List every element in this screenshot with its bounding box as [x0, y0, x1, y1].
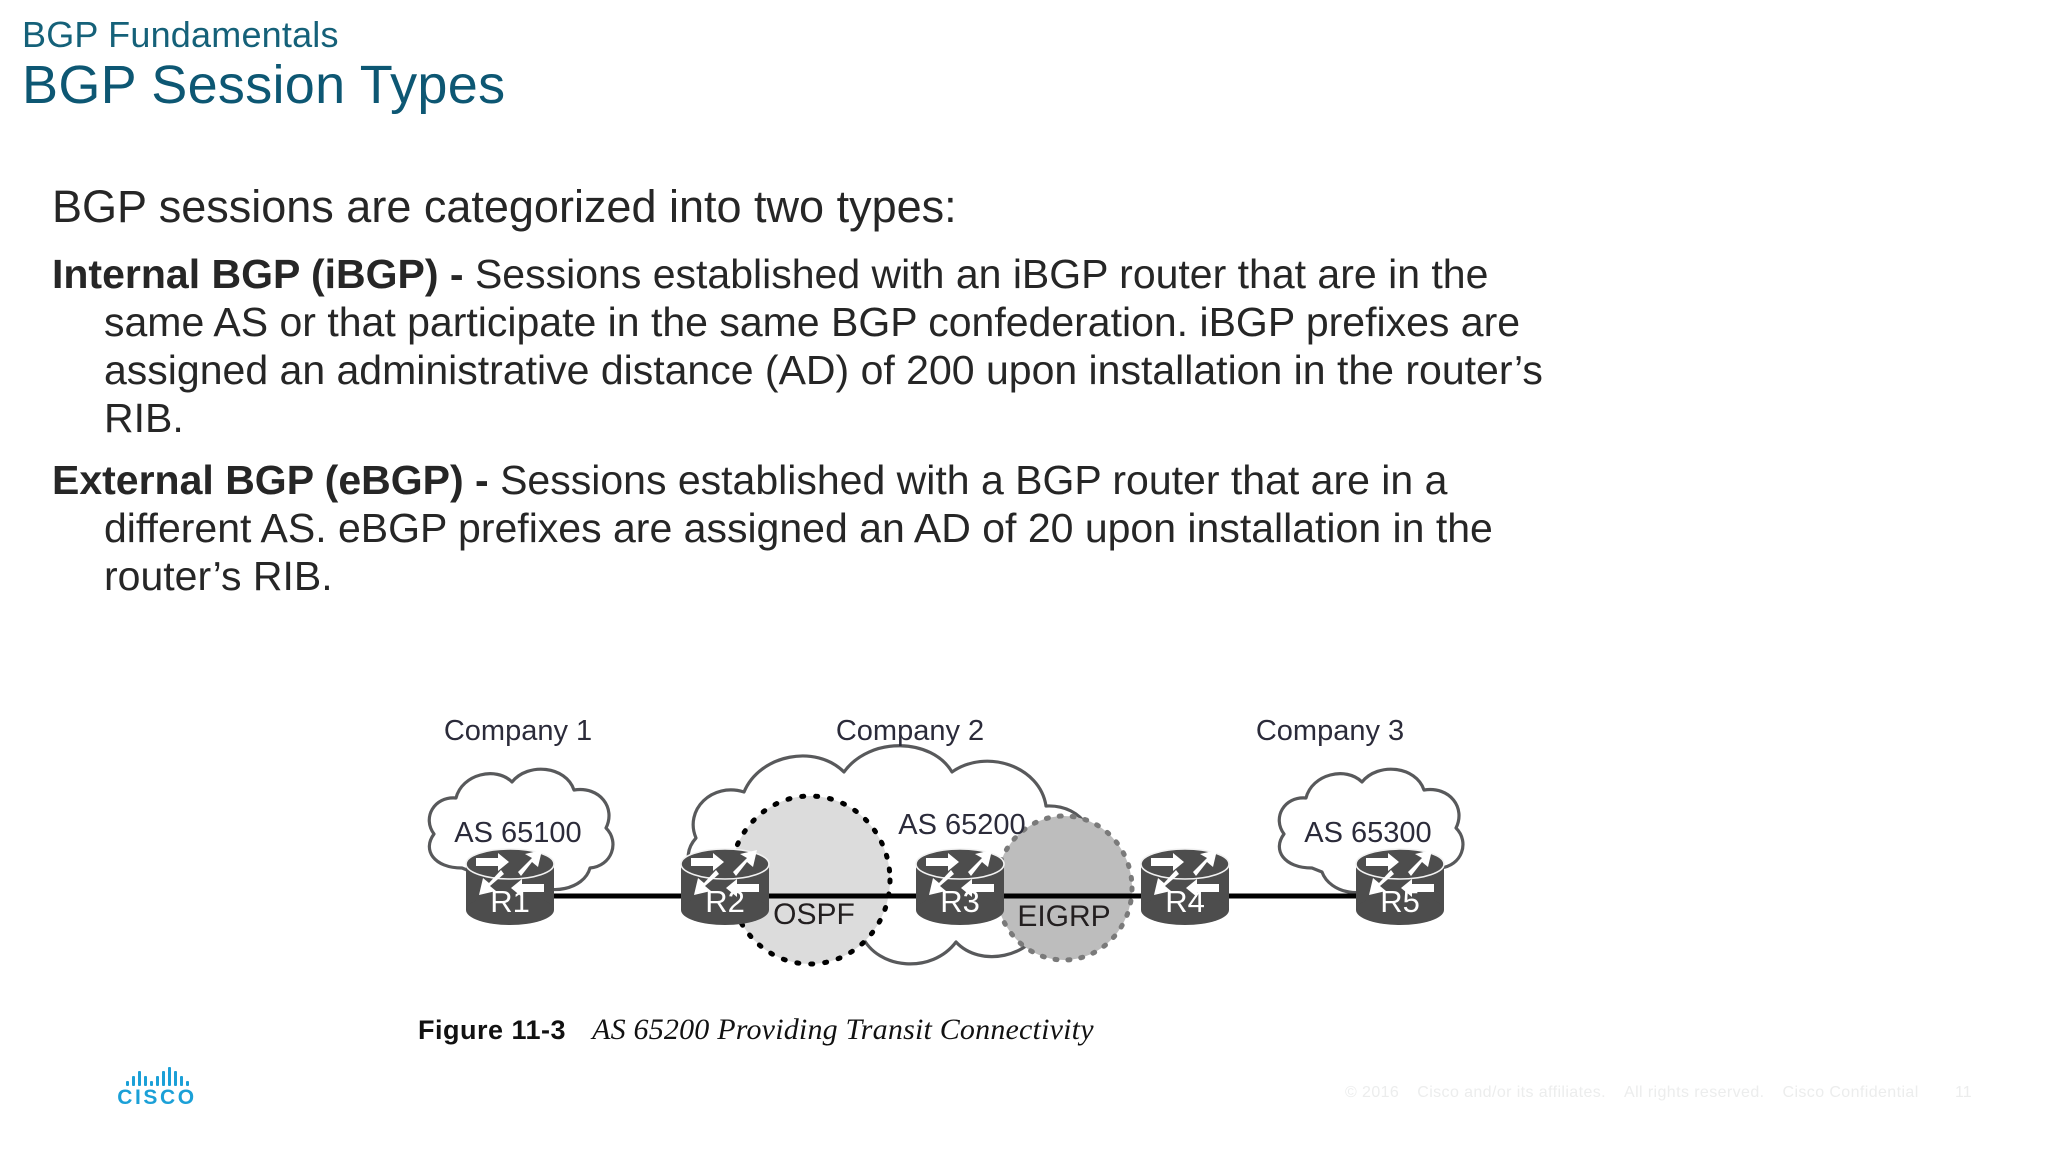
domain-label-eigrp: EIGRP: [1017, 900, 1110, 933]
svg-text:R3: R3: [940, 884, 980, 919]
bullet-ebgp: External BGP (eBGP) - Sessions establish…: [52, 456, 1552, 600]
as-label-2: AS 65200: [898, 809, 1025, 841]
page-title: BGP Session Types: [22, 55, 506, 115]
bullet-ibgp-text: Sessions established with an iBGP router…: [104, 251, 1543, 441]
company-label-2: Company 2: [836, 718, 984, 747]
company-label-1: Company 1: [444, 718, 592, 747]
domain-label-ospf: OSPF: [773, 898, 855, 931]
figure-number: Figure 11-3: [418, 1015, 567, 1045]
network-diagram: R1 R2 R3 R4 R5 OSPF EIGRP AS 65100 AS 65…: [400, 718, 1510, 1018]
cisco-bridge-icon: [112, 1067, 202, 1086]
router-r3: R3: [915, 848, 1005, 926]
footer-legal: © 2016 Cisco and/or its affiliates. All ri…: [1345, 1084, 1937, 1102]
cisco-wordmark: CISCO: [117, 1086, 197, 1109]
as-label-1: AS 65100: [454, 817, 581, 849]
svg-text:R1: R1: [490, 884, 530, 919]
as-label-3: AS 65300: [1304, 817, 1431, 849]
lead-paragraph: BGP sessions are categorized into two ty…: [52, 181, 957, 232]
footer-rights: All rights reserved.: [1624, 1084, 1765, 1101]
domain-ospf-shape: [727, 793, 893, 967]
router-r5: R5: [1355, 848, 1445, 926]
router-r2: R2: [680, 848, 770, 926]
bullet-ebgp-text: Sessions established with a BGP router t…: [104, 457, 1493, 599]
bullet-ebgp-term: External BGP (eBGP) -: [52, 457, 489, 503]
footer-copyright: © 2016: [1345, 1084, 1400, 1101]
footer-page-number: 11: [1955, 1084, 1972, 1101]
svg-text:R2: R2: [705, 884, 745, 919]
footer-classification: Cisco Confidential: [1782, 1084, 1919, 1101]
footer-entity: Cisco and/or its affiliates.: [1417, 1084, 1606, 1101]
cisco-logo: CISCO: [112, 1067, 202, 1109]
bullet-ibgp: Internal BGP (iBGP) - Sessions establish…: [52, 250, 1552, 442]
company-label-3: Company 3: [1256, 718, 1404, 747]
svg-text:R4: R4: [1165, 884, 1205, 919]
router-r4: R4: [1140, 848, 1230, 926]
body-copy: BGP sessions are categorized into two ty…: [52, 178, 1552, 614]
router-r1: R1: [465, 848, 555, 926]
slide-eyebrow: BGP Fundamentals: [22, 14, 339, 55]
bullet-ibgp-term: Internal BGP (iBGP) -: [52, 251, 464, 297]
figure-caption: Figure 11-3 AS 65200 Providing Transit Co…: [418, 1013, 1094, 1047]
svg-text:R5: R5: [1380, 884, 1420, 919]
figure-title: AS 65200 Providing Transit Connectivity: [592, 1013, 1094, 1046]
slide-header: BGP Fundamentals BGP Session Types: [22, 14, 1422, 116]
